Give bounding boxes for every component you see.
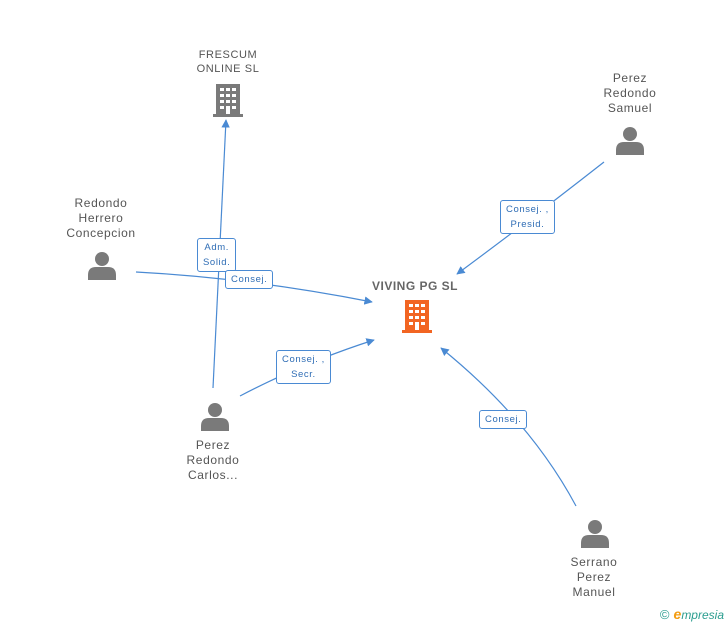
person-icon-serrano[interactable] (581, 520, 609, 548)
edge-label-consej-serrano: Consej. (479, 410, 528, 429)
node-label-perez-samuel[interactable]: Perez Redondo Samuel (603, 71, 657, 115)
person-icon-concepcion[interactable] (88, 252, 116, 280)
node-label-redondo-concepcion[interactable]: Redondo Herrero Concepcion (66, 196, 136, 240)
person-icon-carlos[interactable] (201, 403, 229, 431)
node-label-serrano-manuel[interactable]: Serrano Perez Manuel (570, 555, 618, 599)
empresia-logo: ©empresia (660, 606, 724, 622)
person-icon-samuel[interactable] (616, 127, 644, 155)
node-label-viving[interactable]: VIVING PG SL (371, 279, 458, 293)
brand-initial: e (673, 606, 682, 622)
edge-label-consej-concepcion: Consej. (225, 270, 274, 289)
node-label-perez-carlos[interactable]: Perez Redondo Carlos... (186, 438, 240, 482)
edge-label-adm-solid: Adm. Solid. (197, 238, 237, 272)
building-icon-main[interactable] (402, 300, 432, 333)
brand-name: mpresia (681, 608, 724, 622)
node-label-frescum[interactable]: FRESCUM ONLINE SL (196, 49, 260, 75)
edge-label-consej-presid: Consej. , Presid. (500, 200, 555, 234)
edge-label-consej-secr: Consej. , Secr. (276, 350, 331, 384)
building-icon[interactable] (213, 84, 243, 117)
copyright-icon: © (659, 607, 670, 622)
